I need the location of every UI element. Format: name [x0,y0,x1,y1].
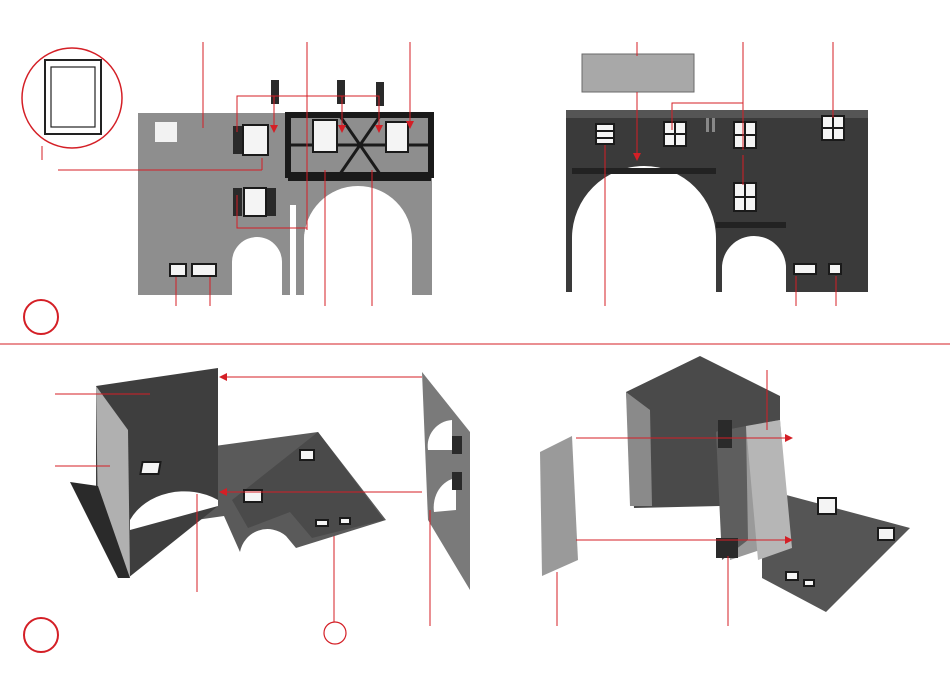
step-2 [24,356,910,652]
corner-wall-assembly [70,368,470,590]
rear-wall-panel [566,54,868,292]
side-wall-assembly [540,356,910,612]
window-detail-callout [22,48,122,160]
step-1-marker [24,300,58,334]
front-wall-panel [138,80,432,295]
step-1 [22,42,868,334]
detail-reference-marker [324,622,346,644]
step-2-marker [24,618,58,652]
